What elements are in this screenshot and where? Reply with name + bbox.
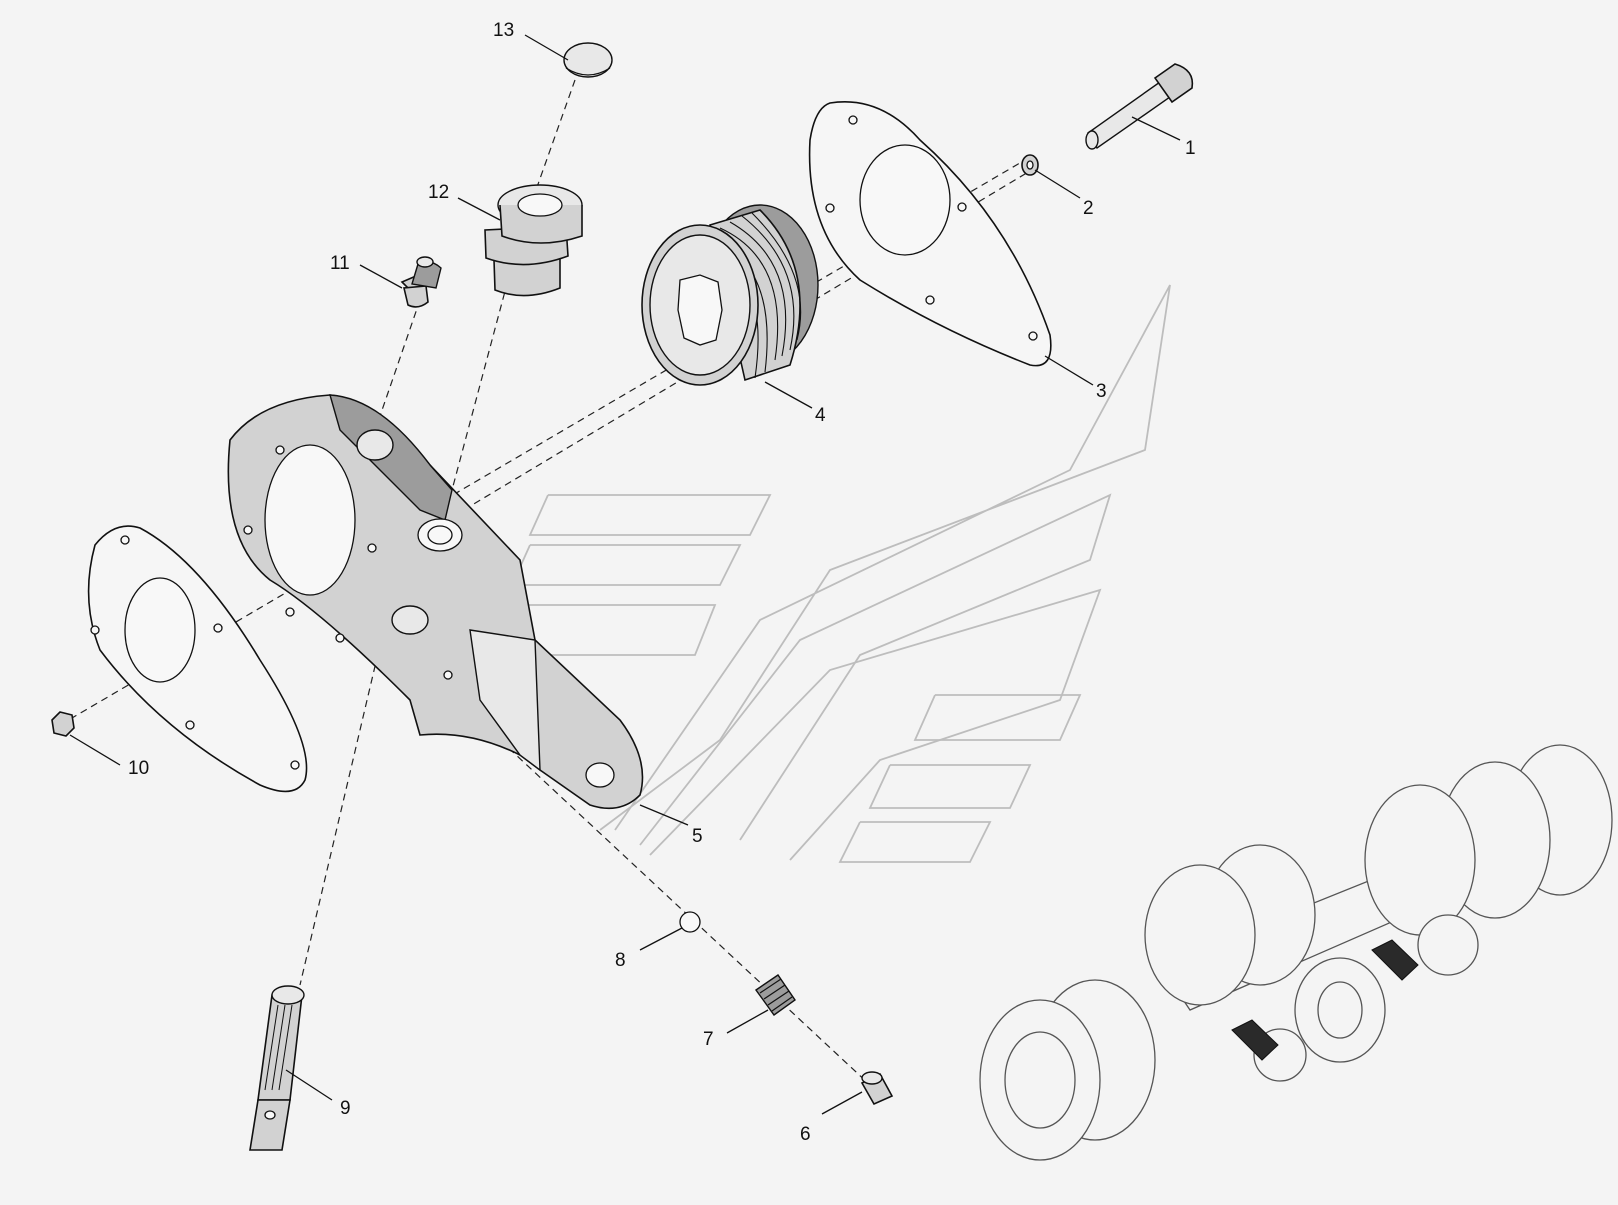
part-1-bolt[interactable] [1085,63,1194,150]
part-9-splined-shaft[interactable] [249,985,305,1151]
part-4-worm-gear[interactable] [641,204,819,386]
callout-5: 5 [692,826,703,847]
callout-4: 4 [815,405,826,426]
part-6-plug[interactable] [860,1071,894,1106]
part-7-spring[interactable] [755,974,796,1016]
callout-3: 3 [1096,381,1107,402]
part-10-nut[interactable] [51,711,75,737]
callout-2: 2 [1083,198,1094,219]
axle-locator-illustration [979,744,1613,1161]
part-3-cover-plate[interactable] [808,101,1052,367]
callout-13: 13 [493,20,514,41]
callout-8: 8 [615,950,626,971]
part-10-inner-plate[interactable] [87,525,308,793]
callout-9: 9 [340,1098,351,1119]
part-12-bushing[interactable] [484,184,583,297]
callout-12: 12 [428,182,449,203]
callout-11: 11 [330,253,350,274]
callout-7: 7 [703,1029,714,1050]
callout-labels: 1 2 3 4 5 6 7 8 9 10 11 12 13 [128,20,1196,1145]
callout-10: 10 [128,758,149,779]
leader-lines [69,34,1181,1115]
part-8-ball[interactable] [679,911,701,933]
callout-1: 1 [1185,138,1196,159]
part-5-adjuster-arm[interactable] [227,394,644,810]
part-2-washer[interactable] [1021,154,1039,176]
callout-6: 6 [800,1124,811,1145]
watermark-logo [490,284,1171,863]
part-13-cap[interactable] [563,42,613,78]
part-11-grease-fitting[interactable] [400,256,442,308]
